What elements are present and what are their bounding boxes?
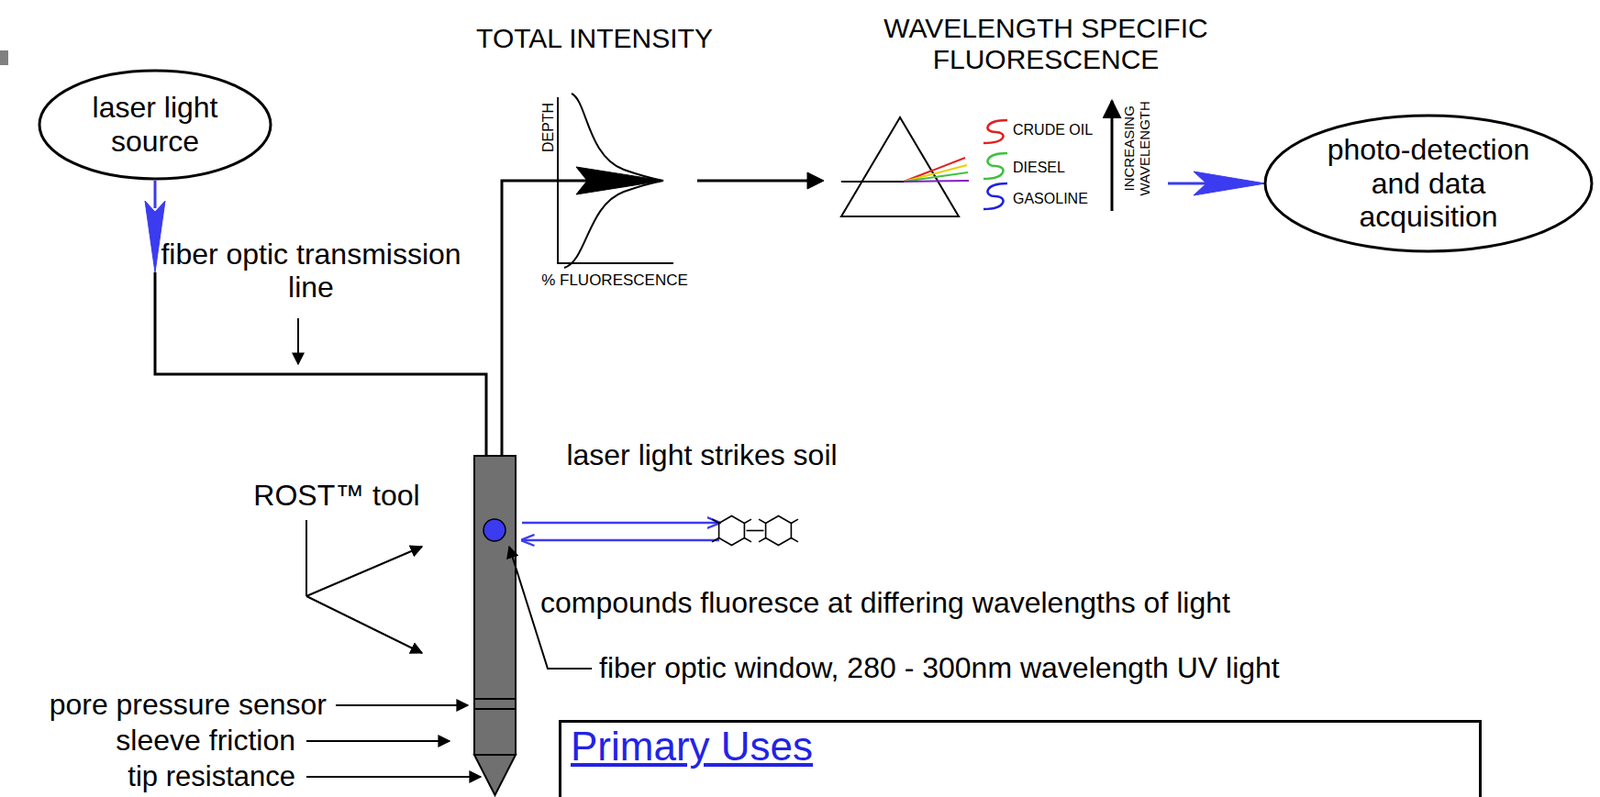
uses-box: Primary Uses [558, 720, 1482, 797]
label: sleeve friction [115, 724, 296, 758]
prism [841, 117, 969, 217]
fiber-optic-path [144, 166, 1266, 456]
label: INCREASING WAVELENGTH [1122, 99, 1154, 199]
label: TOTAL INTENSITY [476, 22, 713, 55]
biphenyl-molecule [711, 516, 799, 546]
source-ellipse: laser light source [37, 68, 273, 181]
laser-beam [522, 522, 720, 541]
node-label: photo-detection and data acquisition [1325, 133, 1531, 234]
label: DIESEL [1012, 159, 1066, 177]
spectra [983, 120, 1008, 210]
corner-mark [0, 50, 9, 66]
box-heading: Primary Uses [570, 724, 1479, 769]
label: laser light strikes soil [566, 439, 837, 473]
rost-tool [474, 455, 516, 796]
label: fiber optic window, 280 - 300nm waveleng… [599, 652, 1280, 686]
label: tip resistance [127, 761, 296, 794]
label: DEPTH [540, 102, 557, 153]
label: CRUDE OIL [1012, 122, 1093, 139]
node-label: laser light source [82, 90, 229, 159]
label: ROST™ tool [253, 479, 420, 513]
label: GASOLINE [1012, 190, 1089, 208]
label: fiber optic transmission line [159, 238, 463, 305]
label: compounds fluoresce at differing wavelen… [540, 587, 1231, 621]
leader-line [297, 318, 300, 365]
detector-ellipse: photo-detection and data acquisition [1263, 113, 1594, 254]
wavelength-arrow [1111, 100, 1114, 212]
leader-line [306, 520, 481, 778]
label: WAVELENGTH SPECIFIC FLUORESCENCE [844, 12, 1248, 75]
label: % FLUORESCENCE [541, 271, 689, 289]
label: pore pressure sensor [49, 688, 327, 723]
